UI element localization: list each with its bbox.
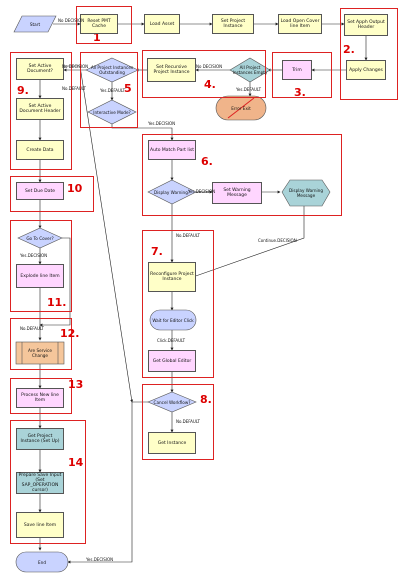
are-service-change-node[interactable]: Are Service Change [28,348,52,358]
process-new-line-item-node[interactable]: Process New line Item [16,388,64,408]
group-9 [10,52,72,170]
edge-label-click-default: Click.DEFAULT [157,338,186,343]
group-8 [142,384,214,460]
end-node[interactable]: End [38,559,46,565]
group-14 [10,420,86,544]
go-to-cover-decision[interactable]: Go To Cover? [26,235,54,241]
set-warning-message-node[interactable]: Set Warning Message [212,182,262,204]
trim-node[interactable]: Trim [282,60,312,80]
interactive-mode-decision[interactable]: Interactive Mode? [93,109,131,115]
edge-label-yes-decision-cover: Yes.DECISION [20,253,48,258]
get-instance-node[interactable]: Get Instance [148,432,196,454]
group-number-9: 9. [17,84,29,97]
group-6 [142,134,342,216]
group-number-8: 8. [200,393,212,406]
load-asset-node[interactable]: Load Asset [144,14,180,34]
group-number-11: 11. [47,296,67,309]
group-number-1: 1 [93,31,101,44]
auto-match-part-list-node[interactable]: Auto Match Part list [148,140,196,160]
group-number-5: 5 [124,82,132,95]
edge-label-yes-decision-interactive: Yes.DECISION [148,121,176,126]
group-number-10: 10 [67,182,83,195]
edge-label-yes-decision-end: Yes.DECISION [86,557,114,562]
group-5 [80,52,138,128]
cancel-workflow-decision[interactable]: Cancel Workflow? [153,399,191,405]
group-4 [142,50,266,98]
wait-for-editor-click-node[interactable]: Wait for Editor Click [152,317,194,323]
group-7 [142,230,214,378]
load-open-cover-line-item-node[interactable]: Load Open Cover line Item [278,14,322,34]
group-11 [10,220,72,312]
set-active-document-decision[interactable]: Set Active Document? [16,58,64,80]
group-10 [10,176,94,212]
create-data-node[interactable]: Create Data [16,140,64,160]
edge-label-yes-decision-warning: Yes.DECISION [188,189,216,194]
edge-label-no-default-warning: No.DEFAULT [176,233,200,238]
edge-label-no-decision-empty: No DECISION [196,64,223,69]
set-active-document-header-node[interactable]: Set Active Document Header [16,98,64,120]
group-number-4: 4. [204,78,216,91]
set-recursive-project-instance-node[interactable]: Set Recursive Project Instance [147,58,196,82]
edge-label-no-decision-outstanding: No DECISION [62,64,89,69]
set-apph-output-header-node[interactable]: Set Apph Output Header [344,14,388,36]
group-number-7: 7. [151,245,163,258]
instances-outstanding-decision[interactable]: All Project Instances Outstanding [90,65,134,75]
get-global-editor-node[interactable]: Get Global Editor [148,350,196,372]
group-number-2: 2. [343,43,355,56]
edge-label-no-decision-start: No DECISION [58,18,85,23]
group-3 [272,52,332,98]
edge-label-no-default-cover: No.DEFAULT [20,326,44,331]
error-exit-node[interactable]: Error Exit [231,105,251,111]
explode-line-item-node[interactable]: Explode line Item [16,264,64,288]
edge-label-no-default-active: No.DEFAULT [62,86,86,91]
display-warning-decision[interactable]: Display Warning? [153,189,191,195]
edge-label-continue-decision: Continue.DECISION [258,238,297,243]
group-number-6: 6. [201,155,213,168]
group-12 [10,318,72,370]
group-number-3: 3. [294,86,306,99]
group-number-12: 12. [60,327,80,340]
edge-label-no-default-cancel: No.DEFAULT [176,419,200,424]
edge-label-yes-default-error: Yes.DEFAULT [236,87,262,92]
group-2 [340,8,398,100]
set-project-instance-top-node[interactable]: Set Project Instance [212,14,254,34]
apply-changes-node[interactable]: Apply Changes [346,60,386,80]
reset-pmt-cache-node[interactable]: Reset PMT Cache [80,14,118,34]
start-node[interactable]: Start [29,21,41,27]
group-1 [76,6,132,44]
reconfigure-project-instance-node[interactable]: Reconfigure Project Instance [148,262,196,292]
group-number-14: 14 [68,456,84,469]
prepare-save-input-node[interactable]: Prepare Save Input (Set SAP_OPERATION cu… [16,472,64,494]
group-number-13: 13 [68,378,84,391]
get-project-instance-node[interactable]: Get Project Instance (Set Up) [16,428,64,450]
set-due-date-node[interactable]: Set Due Date [16,182,64,200]
save-line-item-node[interactable]: Save line Item [16,512,64,538]
display-warning-message-node[interactable]: Display Warning Message [289,188,323,198]
group-13 [10,378,72,414]
instances-empty-decision[interactable]: All Project Instances Empty [232,65,268,75]
edge-label-yes-default-outstanding: Yes.DEFAULT [100,88,126,93]
